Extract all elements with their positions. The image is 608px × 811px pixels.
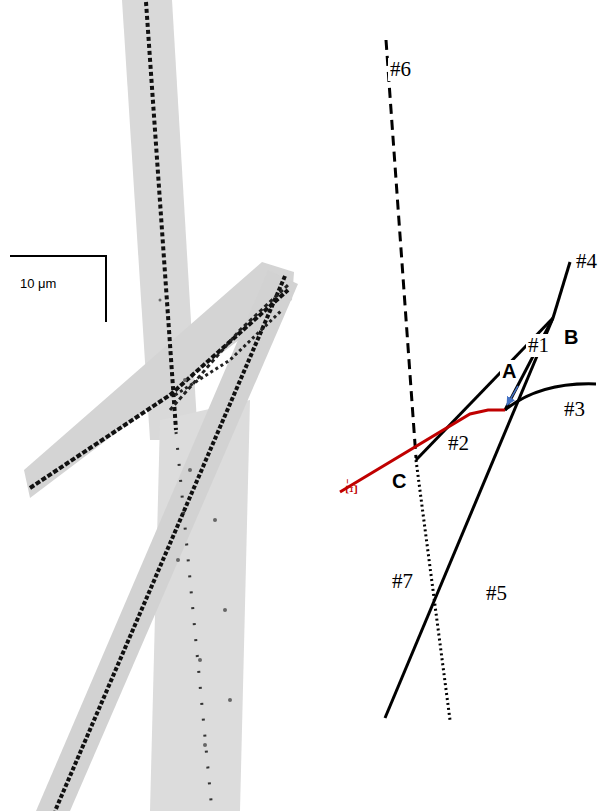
track-number: #1 — [526, 334, 551, 357]
track-number: #5 — [484, 582, 509, 605]
vertex-letter: C — [390, 470, 408, 492]
vertex-letter: B — [562, 326, 580, 348]
scale-bar — [10, 256, 106, 322]
particle-label: Ξ⁻ — [343, 477, 361, 496]
track-number: #6 — [388, 58, 413, 81]
track-number: #2 — [446, 432, 471, 455]
track-number: #3 — [562, 398, 587, 421]
vertex-letter: A — [500, 360, 518, 382]
track-number: #4 — [574, 250, 599, 273]
scale-label: 10 μm — [18, 276, 58, 291]
track-number: #7 — [390, 570, 415, 593]
